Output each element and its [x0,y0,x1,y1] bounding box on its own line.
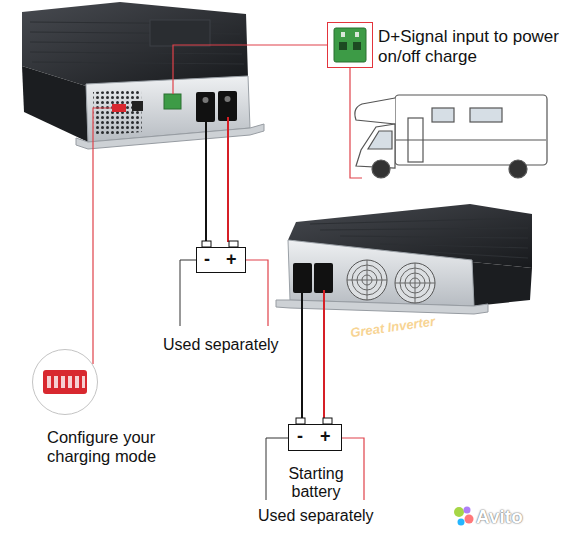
terminal-screw [203,97,209,103]
leader-line [246,260,268,326]
terminal [293,263,312,293]
charger-plate [150,20,210,46]
connector-hole [339,42,347,50]
terminal [196,92,215,122]
cooling-fan [347,260,435,303]
dip-switch-picture [43,370,87,394]
positive-wire [227,117,229,242]
rv-window [432,108,454,122]
terminal [314,263,333,293]
rv-overcab [355,98,395,124]
callout-box: D+Signal input to power on/off charge [327,22,373,68]
leader-line [266,438,288,500]
battery-symbol: -+ [196,247,246,273]
charger-unit [276,204,532,314]
charger-side [22,66,88,142]
motorhome [355,95,547,178]
terminal [218,91,237,121]
negative-wire [301,290,303,420]
charger-side [472,262,532,306]
leader-line [173,45,327,94]
watermark: Great Inverter [350,310,471,341]
positive-wire [323,290,325,420]
charger-body [22,2,248,86]
port [132,101,143,111]
charger-flange [276,300,488,314]
callout-text: Configure your charging mode [47,428,197,466]
rv-wheel [372,160,390,178]
rv-window [470,108,502,122]
polarity-sign: - [297,426,311,447]
charger-face [288,240,474,306]
leader-line [342,438,364,500]
negative-wire [205,118,207,242]
battery-name: Starting battery [266,465,366,502]
polarity-sign: + [320,426,334,447]
polarity-sign: + [226,249,240,270]
rv-wheel [509,160,527,178]
polarity-sign: - [204,249,218,270]
callout-text: D+Signal input to power on/off charge [378,27,563,66]
leader-line [180,260,196,326]
leader-line [93,108,112,364]
connector-hole [353,42,361,50]
charger-ribs [30,22,244,64]
connector-pin [341,32,345,37]
terminal-screw [225,96,231,102]
connector-pin [355,32,359,37]
watermark-logo [454,507,474,526]
note-label: Used separately [258,507,398,525]
vent-grille [93,89,142,136]
dip-slots [47,376,85,388]
signal-connector [164,94,181,109]
rv-stripe [396,139,546,140]
note-label: Used separately [163,336,303,354]
dip-switch [112,104,126,112]
battery-symbol: -+Starting battery [288,424,342,451]
connector-picture [334,28,366,62]
callout-circle: Configure your charging mode [32,349,98,415]
rv-windshield [368,131,392,149]
rv-body [395,95,547,165]
watermark: Avito [476,506,546,528]
